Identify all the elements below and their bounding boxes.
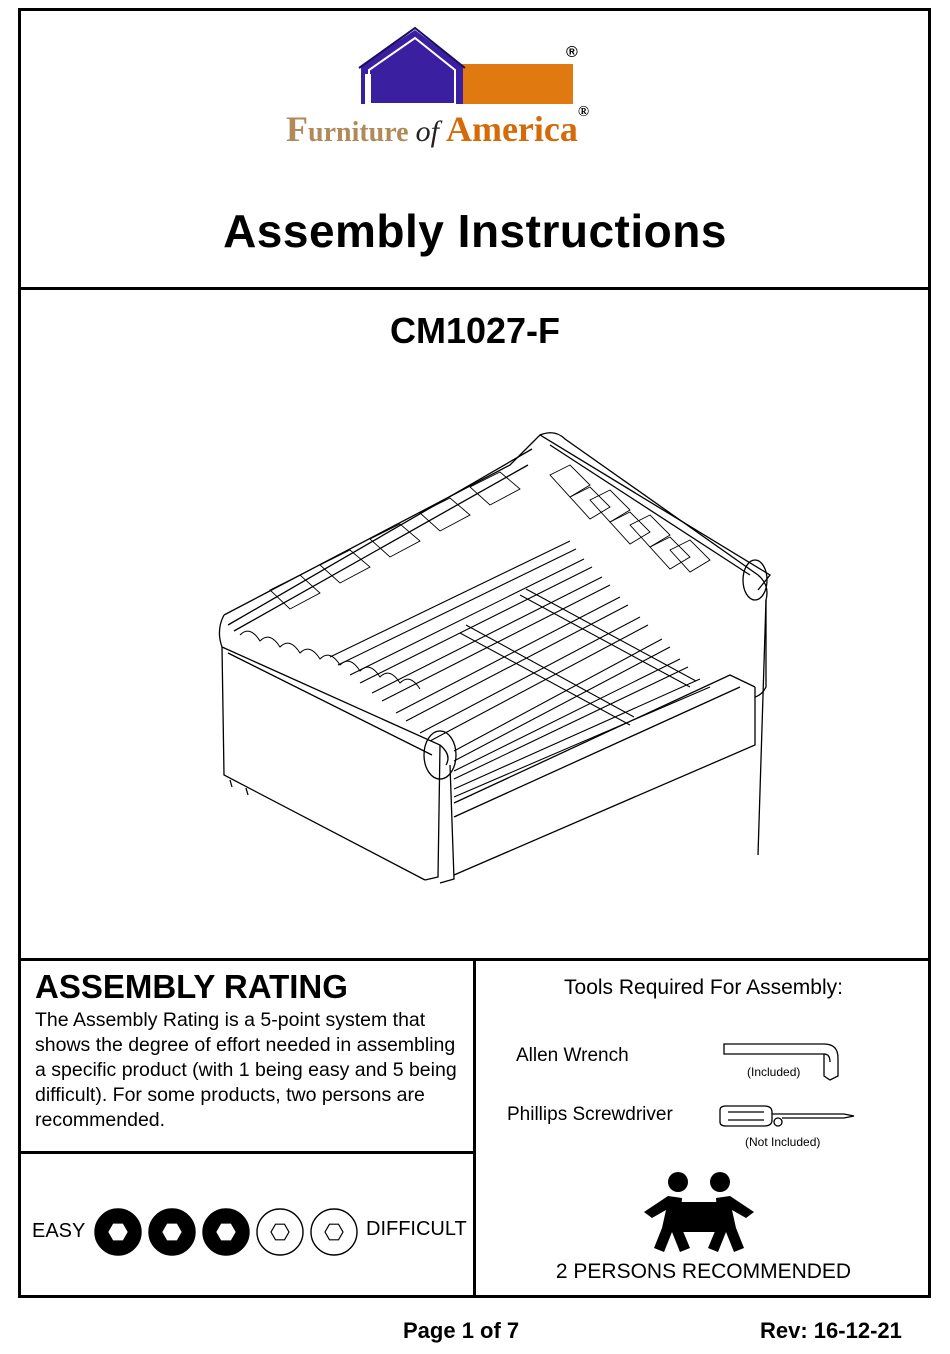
revision-label: Rev: 16-12-21 — [760, 1318, 902, 1343]
rating-dot-empty — [256, 1208, 304, 1256]
tool-allen-wrench-label: Allen Wrench — [516, 1045, 629, 1066]
divider-vertical — [473, 958, 476, 1298]
daybed-illustration — [218, 432, 771, 884]
brand-name-first: F — [286, 109, 308, 149]
brand-name-of: of — [415, 115, 439, 148]
allen-wrench-icon — [723, 1043, 839, 1081]
rating-easy-label: EASY — [32, 1220, 86, 1242]
brand-name-rest: urniture — [308, 117, 416, 148]
page-title: Assembly Instructions — [223, 205, 727, 257]
rating-dot-filled — [202, 1208, 250, 1256]
divider-rating — [18, 1151, 475, 1154]
page-number: Page 1 of 7 — [403, 1318, 520, 1343]
tool-screwdriver-note: (Not Included) — [745, 1135, 821, 1149]
brand-name: Furniture of America® — [286, 104, 589, 150]
logo-registered-mark: ® — [566, 44, 578, 61]
house-logo-icon — [358, 26, 573, 105]
brand-name-last: America — [445, 109, 578, 149]
tool-screwdriver-label: Phillips Screwdriver — [507, 1104, 673, 1125]
screwdriver-icon — [719, 1105, 855, 1127]
tools-heading: Tools Required For Assembly: — [564, 976, 843, 999]
rating-dot-filled — [94, 1208, 142, 1256]
persons-recommended-label: 2 PERSONS RECOMMENDED — [555, 1260, 852, 1283]
rating-scale — [94, 1208, 358, 1256]
divider-header — [18, 287, 931, 290]
rating-dot-empty — [310, 1208, 358, 1256]
rating-heading: ASSEMBLY RATING — [35, 968, 348, 1005]
rating-dot-filled — [148, 1208, 196, 1256]
rating-description: The Assembly Rating is a 5-point system … — [35, 1009, 457, 1131]
tool-allen-wrench-note: (Included) — [747, 1065, 801, 1079]
two-persons-lifting-icon — [644, 1172, 754, 1252]
rating-difficult-label: DIFFICULT — [366, 1218, 467, 1240]
model-number: CM1027-F — [389, 310, 561, 351]
brand-registered-mark: ® — [577, 104, 590, 120]
